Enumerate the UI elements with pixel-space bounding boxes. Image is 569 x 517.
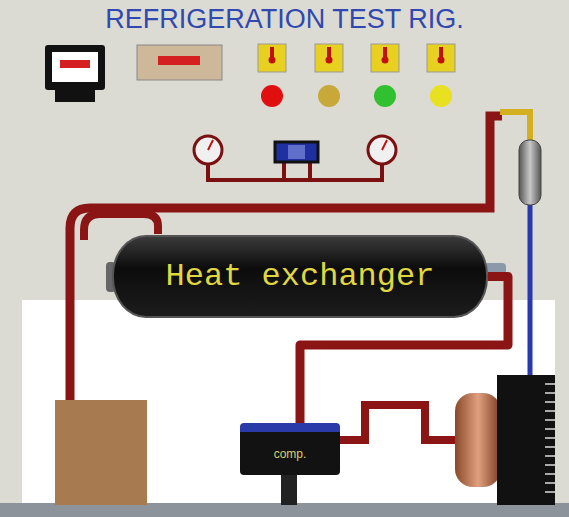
node-label: comp. [274,447,307,461]
pipe-joint [500,112,530,140]
display-panel [137,45,222,80]
white-base [22,300,555,505]
sight-glass-window [288,145,305,159]
gauge [194,136,222,164]
compressor-box: comp. [240,423,340,475]
gauge-needle [382,140,387,150]
meter-face [52,52,98,82]
condenser-fins [545,384,555,492]
sight-glass [275,142,318,162]
pipe [70,116,502,402]
pipe [338,405,458,440]
gauge-needle [208,140,213,150]
receiver-tank [55,400,147,505]
gauge-pipes [208,162,382,180]
display-bar [158,56,200,65]
node-label: Heat exchanger [166,258,435,295]
filter-drier [519,140,541,205]
compressor-stand [281,475,297,505]
indicator-lamps [261,85,452,107]
rig-title: REFRIGERATION TEST RIG. [0,4,569,35]
condenser-fan [455,393,501,487]
gauge [368,136,396,164]
switches [258,44,455,72]
liquid-line [528,204,533,378]
heat-exchanger: Heat exchanger [112,235,488,318]
meter-bar [60,60,90,68]
condenser-coil [497,375,555,505]
meter-base [55,86,95,102]
meter-body [45,45,105,90]
floor-bar [0,503,569,517]
